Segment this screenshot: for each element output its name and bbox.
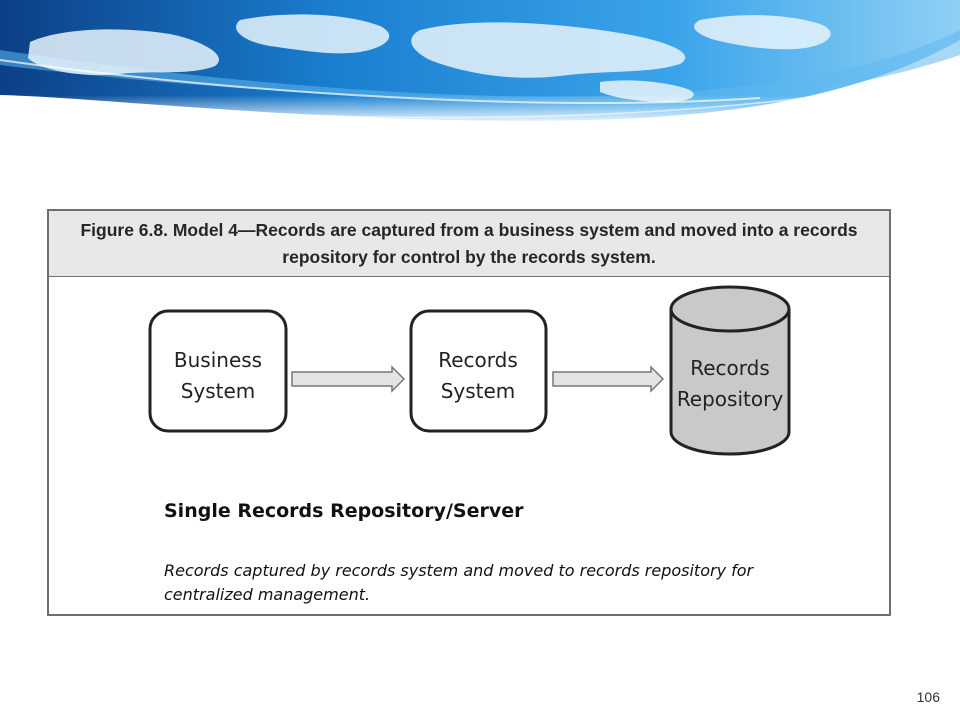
- page-number: 106: [916, 689, 940, 705]
- section-title: Single Records Repository/Server: [164, 500, 524, 522]
- arrow-records-to-repository: [552, 365, 665, 393]
- records-system-box: [409, 309, 548, 433]
- records-system-label-line2: System: [441, 379, 516, 403]
- business-system-label-line2: System: [181, 379, 256, 403]
- figure-caption: Figure 6.8. Model 4—Records are captured…: [80, 219, 858, 267]
- records-repository-label-line1: Records: [690, 356, 770, 380]
- business-system-box: [148, 309, 288, 433]
- business-system-label-line1: Business: [174, 348, 262, 372]
- figure-caption-bar: Figure 6.8. Model 4—Records are captured…: [49, 211, 889, 277]
- records-repository-cylinder: [669, 285, 791, 456]
- records-system-label-line1: Records: [438, 348, 518, 372]
- section-description: Records captured by records system and m…: [164, 561, 754, 604]
- arrow-business-to-records: [291, 365, 406, 393]
- records-repository-label-line2: Repository: [677, 387, 784, 411]
- world-map-banner: [0, 0, 960, 125]
